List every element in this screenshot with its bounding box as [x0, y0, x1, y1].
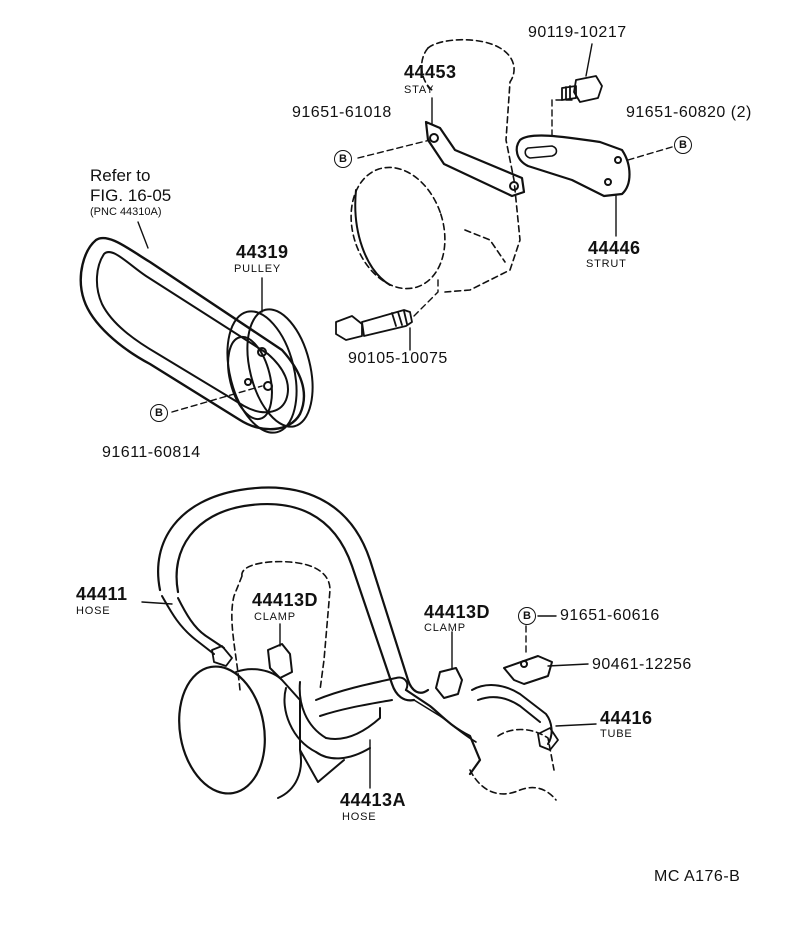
label-90119-10217: 90119-10217 — [528, 24, 627, 41]
label-44453: 44453 — [404, 62, 457, 82]
strut-hole-2 — [604, 178, 612, 186]
stay-bracket — [424, 120, 526, 198]
drive-belt-outer — [79, 236, 306, 431]
hose-44411-end — [161, 595, 225, 655]
label-hose-2: HOSE — [342, 811, 377, 823]
leader-refer — [137, 221, 149, 249]
hose-44411-fitting — [211, 645, 233, 667]
bolt-ref-badge-60820: B — [674, 136, 692, 154]
label-diagram-code: MC A176-B — [654, 868, 741, 885]
clamp-90461 — [503, 655, 553, 685]
label-44411: 44411 — [76, 584, 128, 604]
drive-belt-inner — [96, 251, 289, 414]
dash-91651-60820 — [627, 146, 673, 161]
label-90105-10075: 90105-10075 — [348, 350, 448, 367]
stay-hole-top — [429, 133, 439, 143]
label-pulley: PULLEY — [234, 263, 281, 275]
label-91611-60814: 91611-60814 — [102, 444, 201, 461]
dash-91611 — [171, 385, 263, 413]
bolt-90119 — [561, 75, 603, 103]
label-44413D-a: 44413D — [252, 590, 319, 610]
label-44319: 44319 — [236, 242, 289, 262]
hose-44413A — [283, 676, 409, 753]
hose-44411-loop — [157, 486, 430, 694]
leader-44416 — [555, 723, 597, 727]
label-90461-12256: 90461-12256 — [592, 656, 692, 673]
pump-body-lower — [235, 668, 345, 799]
label-tube: TUBE — [600, 728, 633, 740]
hose-44413A-lower — [315, 707, 381, 760]
strut-bracket — [515, 134, 631, 198]
label-91651-60820: 91651-60820 (2) — [626, 104, 752, 121]
bolt-ref-badge-60814: B — [150, 404, 168, 422]
leader-90119 — [585, 43, 593, 77]
pressure-line-inner — [413, 699, 477, 743]
hose-44411-loop-inner — [175, 502, 416, 702]
label-44446: 44446 — [588, 238, 641, 258]
label-strut: STRUT — [586, 258, 627, 270]
label-pnc: (PNC 44310A) — [90, 206, 162, 218]
gear-housing — [469, 728, 557, 801]
bolt-ref-badge-61018: B — [334, 150, 352, 168]
bolt-90105 — [335, 309, 413, 341]
dash-91651-61018 — [357, 139, 431, 159]
label-91651-61018: 91651-61018 — [292, 104, 392, 121]
bolt-ref-badge-60616: B — [518, 607, 536, 625]
label-refer-to: Refer to — [90, 166, 151, 185]
clamp-44413D-b — [435, 667, 463, 699]
label-clamp-a: CLAMP — [254, 611, 296, 623]
strut-slot — [524, 145, 558, 159]
dash-90119-to-strut — [551, 99, 573, 137]
pump-face-upper — [350, 166, 446, 290]
label-hose-1: HOSE — [76, 605, 111, 617]
label-stay: STAY — [404, 84, 435, 96]
pulley-44319 — [226, 308, 314, 434]
label-91651-60616: 91651-60616 — [560, 607, 660, 624]
strut-hole-1 — [614, 156, 622, 164]
label-44413A: 44413A — [340, 790, 407, 810]
label-44413D-b: 44413D — [424, 602, 491, 622]
tube-44416 — [471, 684, 553, 745]
label-clamp-b: CLAMP — [424, 622, 466, 634]
pump-rim-upper — [354, 189, 391, 286]
stay-hole-bottom — [509, 181, 519, 191]
dash-bolt-to-pump — [413, 277, 439, 317]
label-44416: 44416 — [600, 708, 653, 728]
leader-90461 — [547, 663, 589, 667]
pump-face-lower — [178, 665, 266, 795]
pump-outline-upper — [420, 38, 521, 293]
reservoir-outline — [231, 560, 331, 691]
label-fig: FIG. 16-05 — [90, 186, 172, 205]
clamp-90461-hole — [520, 660, 528, 668]
leader-44411 — [141, 601, 173, 605]
tube-44416-fitting — [537, 727, 559, 751]
clamp-44413D-a — [267, 643, 293, 679]
